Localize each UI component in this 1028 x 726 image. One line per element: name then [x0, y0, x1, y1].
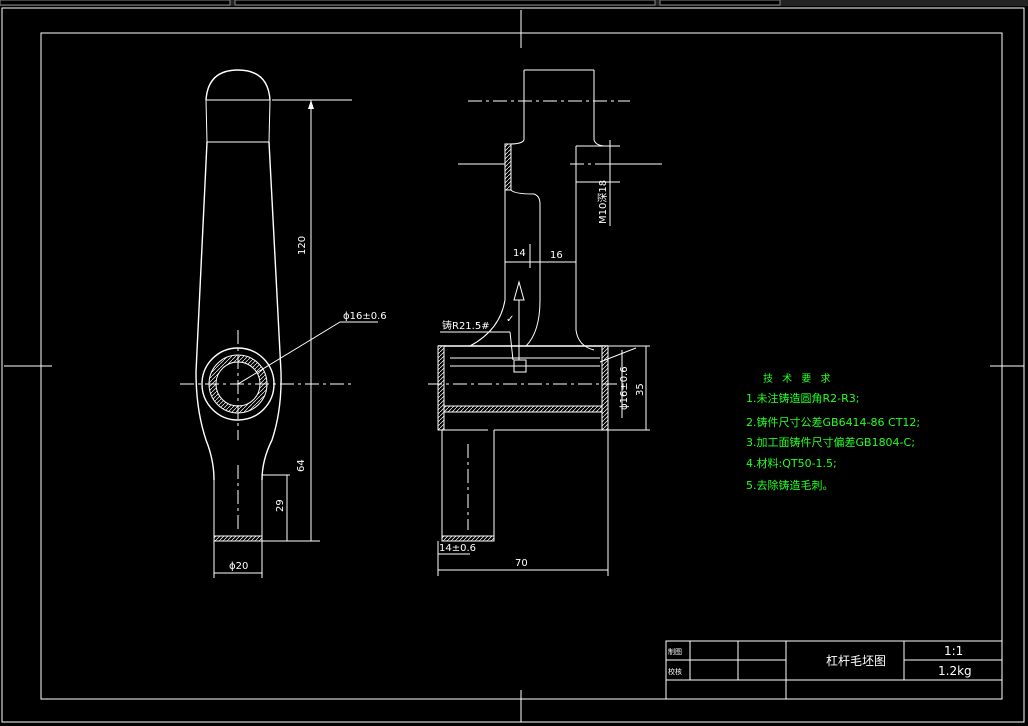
dim-wall-b: 16 [550, 250, 563, 261]
dim-boss-len: 35 [635, 383, 646, 396]
dim-thread: M10深18 [597, 180, 609, 224]
tb-title: 杠杆毛坯图 [826, 653, 886, 668]
dim-fillet-note: 铸R21.5# [442, 319, 490, 332]
tb-label-check: 校核 [668, 667, 682, 676]
tb-weight: 1.2kg [938, 664, 972, 678]
dim-tip-length: 29 [275, 499, 286, 512]
tb-label-draw: 制图 [668, 647, 682, 656]
dim-total-height: 120 [297, 236, 308, 255]
dim-tip-dia: ϕ20 [229, 561, 248, 572]
dim-overall-width: 70 [515, 558, 528, 569]
window-tab-2[interactable] [234, 0, 656, 6]
dim-wall-a: 14 [513, 248, 526, 259]
dim-lower-length: 64 [296, 459, 307, 472]
tech-item-4: 4.材料:QT50-1.5; [746, 456, 837, 470]
tech-item-2: 2.铸件尺寸公差GB6414-86 CT12; [746, 415, 920, 429]
window-tab-1[interactable] [0, 0, 231, 6]
centering-marks [4, 10, 1024, 722]
tech-heading: 技 术 要 求 [763, 372, 834, 385]
title-block: 制图 校核 杠杆毛坯图 1:1 1.2kg [665, 640, 1003, 700]
tb-scale: 1:1 [944, 644, 963, 658]
side-view: M10深18 14 16 ✓ 铸R21.5# [428, 69, 662, 576]
tech-item-3: 3.加工面铸件尺寸偏差GB1804-C; [746, 435, 915, 449]
tech-item-1: 1.未注铸造圆角R2-R3; [746, 391, 859, 405]
window-tab-strip [0, 0, 1028, 6]
dim-bore-dia-side: ϕ16±0.6 [619, 366, 630, 410]
front-view: ϕ16±0.6 120 64 29 ϕ20 [180, 69, 387, 578]
dim-bore-dia: ϕ16±0.6 [343, 311, 387, 322]
roughness-mark: ✓ [506, 314, 514, 325]
outer-border [1, 7, 1025, 723]
dim-base-wall: 14±0.6 [439, 543, 476, 554]
window-tab-3[interactable] [659, 0, 781, 6]
tech-item-5: 5.去除铸造毛刺。 [746, 478, 834, 492]
tech-requirements: 技 术 要 求 1.未注铸造圆角R2-R3; 2.铸件尺寸公差GB6414-86… [746, 372, 920, 492]
